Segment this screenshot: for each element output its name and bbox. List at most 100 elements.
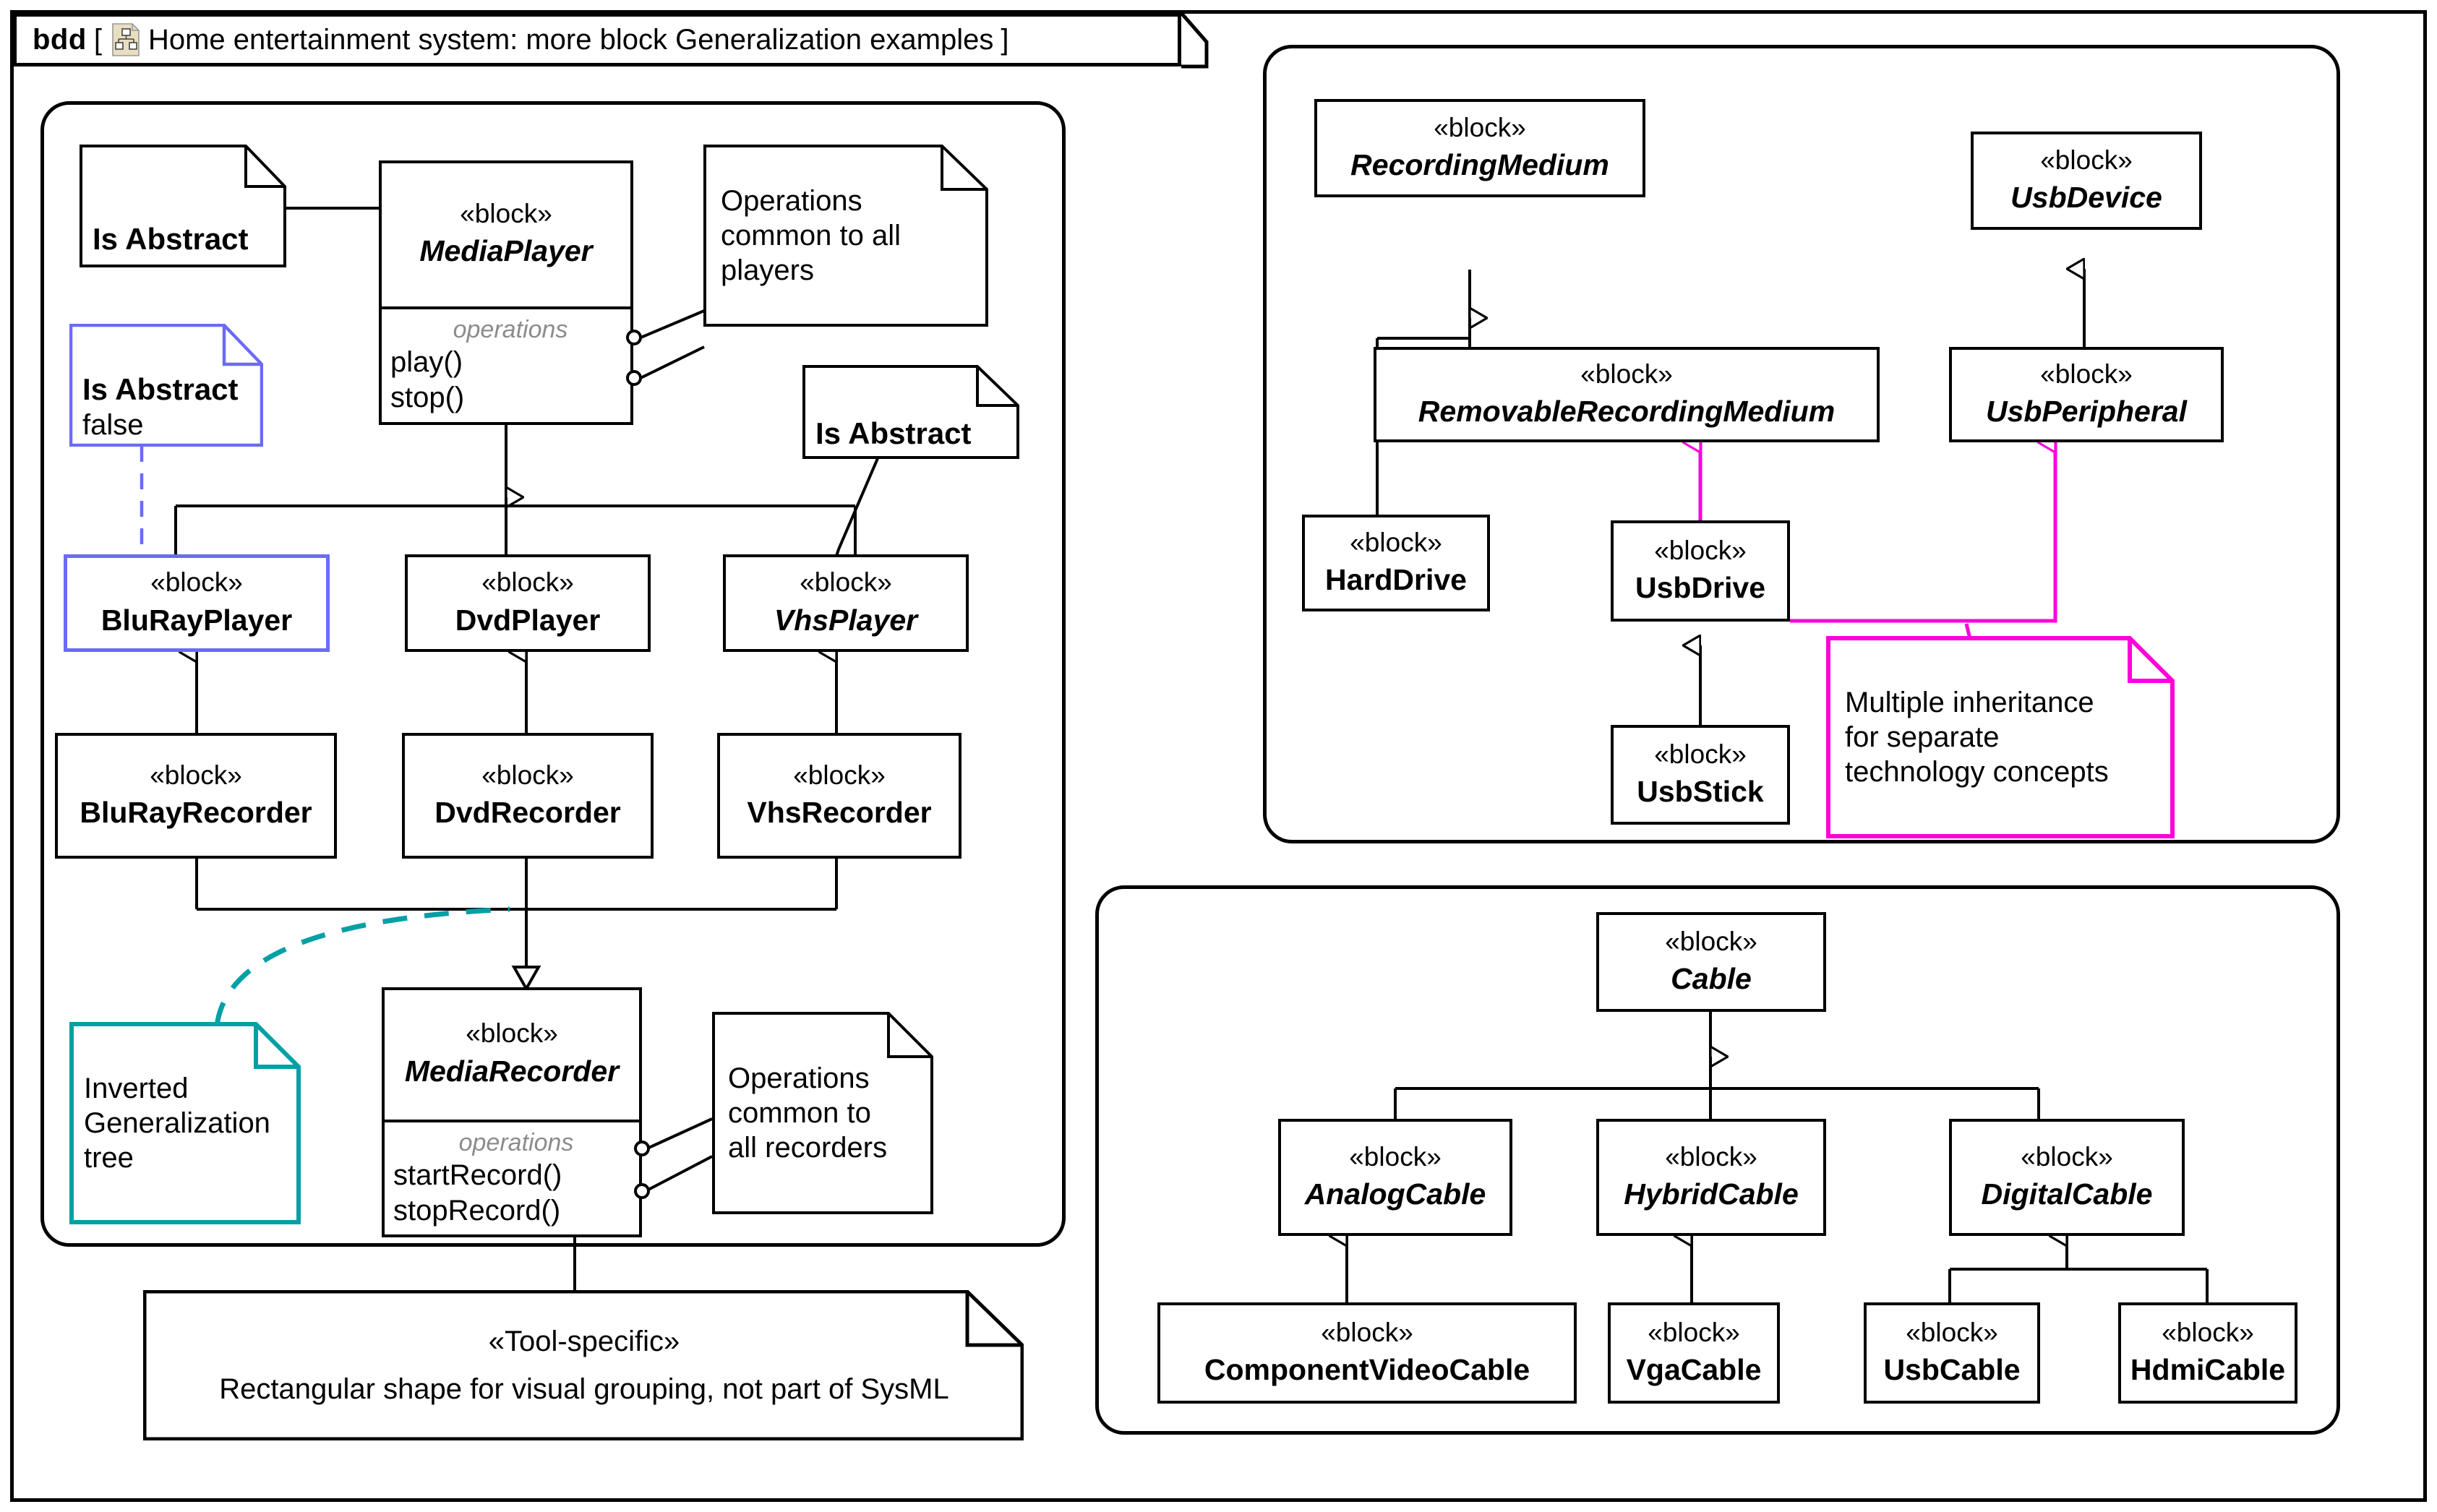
block-removablerecordingmedium[interactable]: «block» RemovableRecordingMedium [1374, 347, 1880, 442]
block-name: UsbDevice [2010, 181, 2162, 215]
block-dvdrecorder[interactable]: «block» DvdRecorder [402, 733, 654, 859]
block-vhsrecorder[interactable]: «block» VhsRecorder [717, 733, 961, 859]
block-stereotype: «block» [1665, 926, 1757, 956]
note-is-abstract-false: Is Abstract false [69, 323, 264, 447]
block-stereotype: «block» [481, 567, 574, 598]
block-name: HybridCable [1624, 1177, 1799, 1211]
operations-label: operations [453, 316, 568, 343]
block-vgacable[interactable]: «block» VgaCable [1608, 1302, 1780, 1404]
block-mediaplayer[interactable]: «block» MediaPlayer operations play() st… [379, 160, 633, 425]
block-name: DigitalCable [1981, 1177, 2153, 1211]
bracket-open: [ [93, 23, 102, 56]
note-ops-players: Operations common to all players [703, 145, 988, 327]
block-stereotype: «block» [793, 760, 886, 790]
note-shape [703, 145, 988, 327]
block-usbstick[interactable]: «block» UsbStick [1611, 725, 1790, 825]
block-name: BluRayRecorder [80, 796, 312, 830]
operations-compartment: operations play() stop() [382, 306, 630, 422]
operations-label: operations [458, 1129, 574, 1157]
block-harddrive[interactable]: «block» HardDrive [1302, 515, 1490, 611]
block-stereotype: «block» [460, 198, 552, 228]
block-stereotype: «block» [2162, 1317, 2254, 1347]
note-anchor-dot [626, 370, 642, 386]
block-hdmicable[interactable]: «block» HdmiCable [2118, 1302, 2297, 1404]
note-line: Is Abstract [815, 416, 972, 450]
block-name: MediaRecorder [404, 1054, 620, 1088]
block-mediarecorder[interactable]: «block» MediaRecorder operations startRe… [382, 987, 642, 1237]
operation-item: stopRecord() [393, 1195, 561, 1227]
block-name: AnalogCable [1304, 1177, 1486, 1211]
block-stereotype: «block» [1349, 1141, 1442, 1172]
operation-item: stop() [390, 382, 465, 414]
diagram-frame [10, 10, 2427, 1502]
block-stereotype: «block» [481, 760, 574, 790]
block-blurayplayer[interactable]: «block» BluRayPlayer [64, 554, 330, 652]
note-line: for separate [1845, 721, 2000, 753]
block-stereotype: «block» [2021, 1141, 2113, 1172]
block-name: DvdPlayer [455, 603, 601, 637]
block-hybridcable[interactable]: «block» HybridCable [1596, 1119, 1826, 1236]
note-text: Rectangular shape for visual grouping, n… [219, 1373, 949, 1405]
block-dvdplayer[interactable]: «block» DvdPlayer [405, 554, 651, 652]
note-inverted-tree: Inverted Generalization tree [69, 1022, 301, 1224]
note-anchor-dot [634, 1141, 650, 1156]
note-anchor-dot [634, 1183, 650, 1199]
block-stereotype: «block» [1665, 1141, 1757, 1172]
block-name: UsbStick [1637, 775, 1764, 809]
block-stereotype: «block» [2040, 358, 2133, 389]
block-stereotype: «block» [1321, 1317, 1413, 1347]
block-name: VgaCable [1626, 1353, 1762, 1387]
note-multiple-inheritance: Multiple inheritance for separate techno… [1826, 636, 2175, 838]
block-name: UsbDrive [1635, 571, 1765, 605]
players-recorders-group [40, 101, 1066, 1247]
note-ops-recorders: Operations common to all recorders [712, 1012, 933, 1214]
note-line: Inverted [84, 1073, 189, 1104]
block-name: UsbCable [1883, 1353, 2021, 1387]
note-line: common to all [721, 220, 901, 252]
note-line: Is Abstract [93, 221, 249, 256]
block-name: Cable [1671, 962, 1752, 996]
block-blurayrecorder[interactable]: «block» BluRayRecorder [55, 733, 337, 859]
note-line: technology concepts [1845, 756, 2109, 788]
note-is-abstract-vhs: Is Abstract [802, 365, 1019, 459]
block-stereotype: «block» [1350, 527, 1442, 557]
block-stereotype: «block» [2040, 145, 2133, 175]
block-stereotype: «block» [1906, 1317, 1998, 1347]
block-stereotype: «block» [1580, 358, 1673, 389]
note-line: Multiple inheritance [1845, 687, 2094, 718]
diagram-title: Home entertainment system: more block Ge… [147, 23, 994, 56]
block-header: «block» MediaPlayer [382, 163, 630, 306]
note-tool-specific: «Tool-specific» Rectangular shape for vi… [142, 1289, 1024, 1441]
note-shape [712, 1012, 933, 1214]
block-name: ComponentVideoCable [1204, 1353, 1530, 1387]
block-cable[interactable]: «block» Cable [1596, 912, 1826, 1012]
block-usbdevice[interactable]: «block» UsbDevice [1971, 132, 2202, 230]
block-stereotype: «block» [466, 1018, 558, 1049]
note-shape [142, 1289, 1024, 1441]
block-usbdrive[interactable]: «block» UsbDrive [1611, 520, 1790, 622]
block-usbperipheral[interactable]: «block» UsbPeripheral [1949, 347, 2224, 442]
bracket-close: ] [1001, 23, 1009, 56]
block-usbcable[interactable]: «block» UsbCable [1864, 1302, 2040, 1404]
note-line: Generalization [84, 1107, 270, 1139]
operations-compartment: operations startRecord() stopRecord() [385, 1120, 639, 1234]
block-name: RecordingMedium [1350, 148, 1609, 182]
block-stereotype: «block» [1648, 1317, 1740, 1347]
block-analogcable[interactable]: «block» AnalogCable [1278, 1119, 1512, 1236]
note-line: Operations [728, 1062, 870, 1094]
note-shape [69, 1022, 301, 1224]
note-shape [1826, 636, 2175, 838]
block-name: VhsRecorder [747, 796, 932, 830]
block-stereotype: «block» [800, 567, 892, 598]
block-stereotype: «block» [1654, 535, 1747, 565]
block-digitalcable[interactable]: «block» DigitalCable [1949, 1119, 2185, 1236]
recording-medium-usb-group [1263, 45, 2340, 843]
block-header: «block» MediaRecorder [385, 990, 639, 1120]
block-componentvideocable[interactable]: «block» ComponentVideoCable [1157, 1302, 1577, 1404]
note-shape [69, 323, 264, 447]
block-vhsplayer[interactable]: «block» VhsPlayer [723, 554, 969, 652]
block-recordingmedium[interactable]: «block» RecordingMedium [1314, 99, 1645, 197]
block-name: VhsPlayer [774, 603, 918, 637]
block-stereotype: «block» [1434, 112, 1526, 142]
